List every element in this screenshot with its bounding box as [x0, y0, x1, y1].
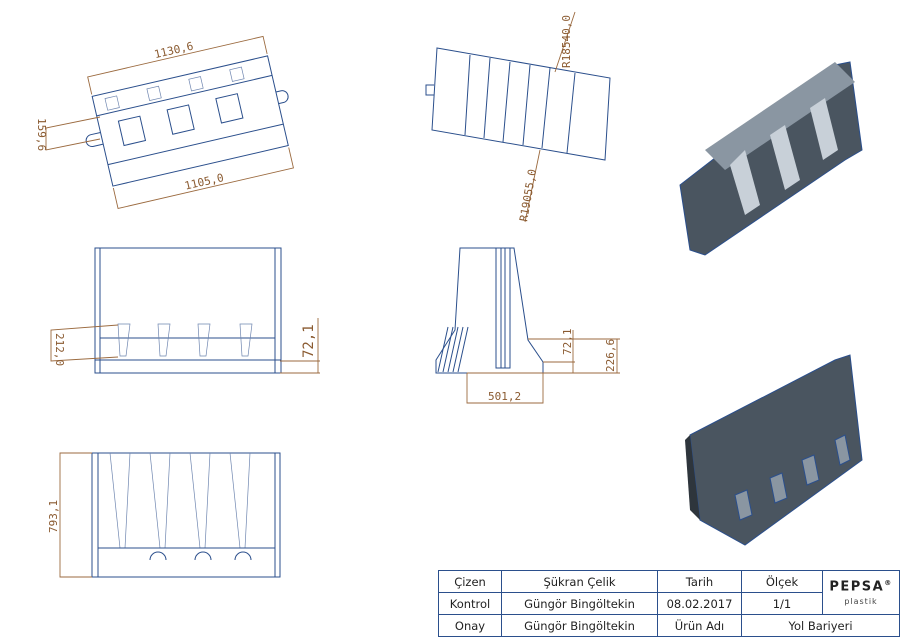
- date-label: Tarih: [657, 570, 742, 593]
- scale-value: 1/1: [741, 592, 823, 615]
- dim-radius-bottom: R19055,0: [517, 168, 539, 222]
- logo-name: PEPSA: [829, 579, 885, 595]
- plan-view: R18540,0 R19055,0: [425, 11, 611, 223]
- dim-side-base-height: 72,1: [561, 329, 574, 356]
- product-label: Ürün Adı: [657, 614, 742, 637]
- dim-radius-top: R18540,0: [560, 15, 573, 68]
- scale-label: Ölçek: [741, 570, 823, 593]
- dim-side-step-height: 226,6: [604, 339, 617, 372]
- checked-label: Kontrol: [438, 592, 502, 615]
- drawn-label: Çizen: [438, 570, 502, 593]
- product-name: Yol Bariyeri: [741, 614, 900, 637]
- title-block: Çizen Şükran Çelik Tarih Ölçek PEPSA® pla…: [438, 570, 900, 637]
- dim-bottom-width: 1105,0: [183, 171, 225, 193]
- side-view: 72,1 226,6 501,2: [435, 247, 620, 404]
- dim-total-height: 793,1: [47, 500, 60, 533]
- logo-mark: ®: [884, 579, 893, 588]
- logo-sub: plastik: [844, 596, 878, 606]
- dim-slot-width: 159,6: [35, 118, 48, 151]
- dim-base-width: 501,2: [488, 390, 521, 403]
- date-value: 08.02.2017: [657, 592, 742, 615]
- checked-by: Güngör Bingöltekin: [501, 592, 658, 615]
- isometric-view-top: [679, 61, 863, 256]
- dim-front-base-height: 72,1: [301, 324, 317, 358]
- dim-top-width: 1130,6: [153, 40, 195, 62]
- front-view: 212,0 72,1: [50, 247, 320, 374]
- isometric-view-bottom: [685, 354, 863, 546]
- approved-by: Güngör Bingöltekin: [501, 614, 658, 637]
- approved-label: Onay: [438, 614, 502, 637]
- company-logo: PEPSA® plastik: [822, 570, 900, 615]
- drawn-by: Şükran Çelik: [501, 570, 658, 593]
- top-view: 1130,6 1105,0: [85, 35, 294, 209]
- back-view: 793,1: [47, 452, 281, 578]
- dim-slot-height: 212,0: [53, 333, 66, 366]
